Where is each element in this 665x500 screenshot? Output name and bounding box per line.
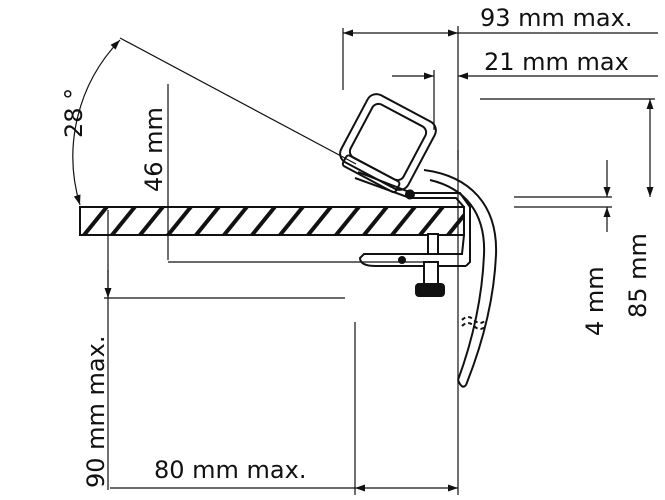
reach-label: 80 mm max. xyxy=(154,456,306,484)
rise-label: 46 mm xyxy=(140,107,168,192)
top-overall-dimension xyxy=(342,26,658,160)
depth-label: 90 mm max. xyxy=(82,336,110,488)
top-overall-label: 93 mm max. xyxy=(480,4,632,32)
thickness-label: 4 mm xyxy=(581,266,609,336)
angle-dimension xyxy=(72,37,357,206)
right-dimensions xyxy=(480,98,655,232)
top-offset-label: 21 mm max xyxy=(484,48,629,76)
mounting-clamp xyxy=(354,171,471,297)
depth-dimension xyxy=(104,210,432,490)
control-box xyxy=(339,93,437,200)
height-label: 85 mm xyxy=(624,233,652,318)
top-offset-dimension xyxy=(392,70,658,130)
angle-label: 28 ° xyxy=(60,88,88,138)
reach-dimension xyxy=(110,150,459,495)
shelf-plate xyxy=(79,206,465,236)
